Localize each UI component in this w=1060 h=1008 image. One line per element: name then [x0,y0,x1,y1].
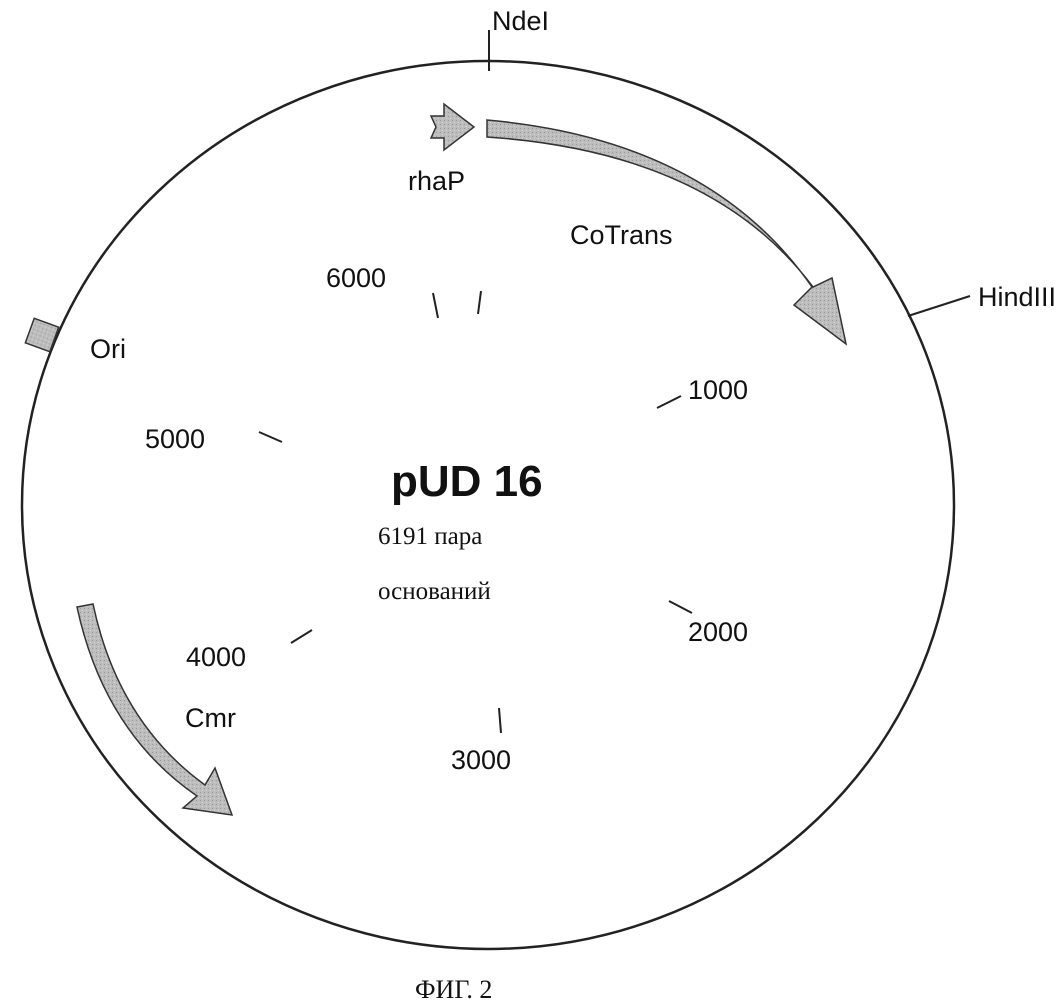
tick-label-1000: 1000 [688,375,748,405]
tick-label-3000: 3000 [451,745,511,775]
figure-caption: ФИГ. 2 [415,975,492,1004]
plasmid-size-line1: 6191 пара [378,523,482,550]
plasmid-size-line2: оснований [378,578,491,605]
cotrans-label: CoTrans [570,220,673,250]
tick-label-4000: 4000 [186,642,246,672]
cmr-label: Cmr [185,703,236,733]
tick-mark-5000 [259,432,282,442]
tick-mark-4000 [291,630,312,643]
ori-label: Ori [90,334,126,364]
rhap-promoter-arrow [431,104,474,150]
plasmid-name: pUD 16 [391,457,543,506]
tick-mark-6000a [433,293,438,318]
hindiii-site-label: HindIII [978,282,1056,312]
tick-mark-3000 [499,708,501,733]
tick-label-2000: 2000 [688,617,748,647]
tick-mark-2000 [669,601,692,613]
tick-mark-1000 [657,396,681,408]
ndei-site-label: NdeI [492,6,549,36]
rhap-label: rhaP [408,166,465,196]
tick-label-5000: 5000 [145,424,205,454]
tick-mark-6000b [478,291,481,314]
tick-label-6000: 6000 [326,263,386,293]
hindiii-site-marker [908,296,970,316]
